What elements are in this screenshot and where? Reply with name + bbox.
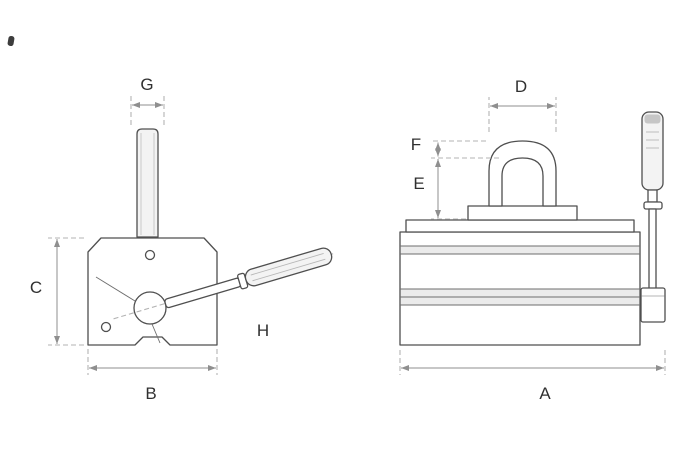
dimension-a: A [399,350,666,403]
corner-artifact-mark [7,35,15,47]
lifting-eye-base [467,205,578,221]
dimension-g: G [130,75,165,126]
body-lamination-lines [400,245,640,306]
front-handle-neck [647,189,658,203]
lifting-eye [467,140,578,221]
dim-label-a: A [539,384,551,403]
front-handle-bracket [640,287,666,323]
handle-grip-lines [250,253,326,282]
pivot-circle [133,291,167,325]
stem-shading [140,133,155,235]
dimension-a-extension-lines [399,350,666,375]
lifter-body-side [87,237,218,346]
stem-outline [136,128,159,238]
lifter-body-front [399,219,641,346]
dim-label-h: H [257,321,269,340]
dimension-b: B [87,349,218,403]
dimension-d: D [488,77,557,132]
lifter-stem [136,128,159,238]
dim-label-f: F [411,135,421,154]
dim-label-d: D [515,77,527,96]
dimension-c-extension-lines [48,237,84,346]
dim-label-e: E [413,174,424,193]
front-handle-washer [643,201,663,210]
top-hole [144,249,156,261]
dimension-f-extension-lines [431,140,499,159]
dimension-f: F [411,135,499,159]
lever-link-upper [95,276,136,302]
release-handle-side [113,247,337,320]
lever-link-lower [151,323,161,344]
top-plate [405,219,635,233]
dimension-g-extension-lines [130,96,165,126]
front-handle-grip [641,111,664,191]
front-handle-grip-lines [646,131,659,149]
handle-grip [244,247,333,287]
release-handle-front [640,111,666,323]
dim-label-c: C [30,278,42,297]
dimension-c: C [30,237,84,346]
dimension-b-extension-lines [87,349,218,375]
dimension-d-extension-lines [488,97,557,132]
dim-label-b: B [145,384,156,403]
lower-hole [100,321,112,333]
front-handle-rod [648,208,657,290]
front-view: D F E A [399,77,666,403]
front-handle-grip-cap [644,114,661,124]
body-outline [87,237,218,346]
lifting-eye-arch [488,140,557,207]
dimension-e: E [413,159,466,220]
dim-label-g: G [140,75,153,94]
side-view: G H C B [30,75,337,403]
body-shade-band-upper [401,246,639,255]
